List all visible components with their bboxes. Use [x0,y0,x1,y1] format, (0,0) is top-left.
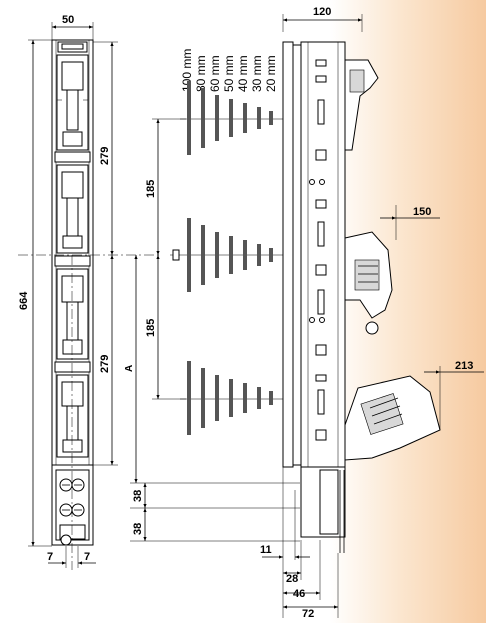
dim-pitch-lower: 185 [145,319,157,337]
dim-upper-section: 279 [99,147,111,165]
scale-50mm: 50 mm [222,55,236,92]
side-slots [309,59,327,441]
scale-60mm: 60 mm [208,55,222,92]
dim-open-213: 213 [455,360,473,372]
scale-40mm: 40 mm [236,55,250,92]
dim-width-side: 120 [313,6,331,18]
front-view: 50 [18,14,160,570]
dim-depth-72: 72 [302,608,314,620]
busbar-group-l2 [170,218,290,292]
dim-height-total: 664 [18,291,30,310]
dim-depth-28: 28 [286,573,298,585]
scale-30mm: 30 mm [250,55,264,92]
dim-edge-left: 7 [47,551,53,563]
busbar-group-l3 [180,361,290,435]
dim-edge-right: 7 [84,551,90,563]
scale-80mm: 80 mm [194,55,208,92]
dim-width-front: 50 [62,14,74,26]
dim-offset-38-b: 38 [132,523,144,535]
front-section-4 [56,374,89,458]
dim-lower-section: 279 [99,355,111,373]
dim-label-a: A [124,365,135,372]
front-section-1 [56,54,89,151]
busbar-scale: 100 mm 80 mm 60 mm 50 mm 40 mm 30 mm 20 … [180,49,278,92]
pitch-dimensions: 185 185 A 38 38 [124,118,300,542]
busbar-group-l1 [180,81,290,155]
dim-depth-11: 11 [260,544,272,556]
side-view: 120 [260,6,484,620]
scale-20mm: 20 mm [264,55,278,92]
dim-pitch-upper: 185 [145,180,157,198]
front-section-3 [56,268,89,360]
dim-offset-38-a: 38 [132,490,144,502]
dim-depth-46: 46 [293,588,305,600]
front-section-2 [56,164,89,254]
dim-open-150: 150 [413,206,431,218]
